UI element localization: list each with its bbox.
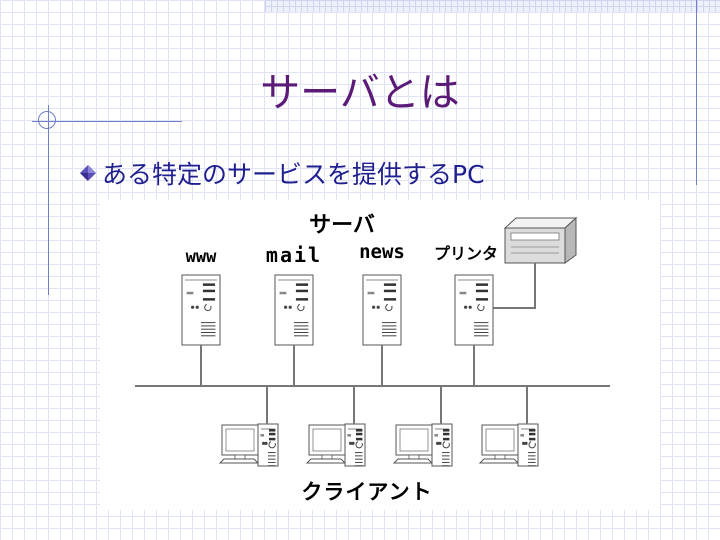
client-tower-icon [431,423,453,467]
slide-title: サーバとは [260,70,460,116]
client-tower-icon [344,423,366,467]
client-pc-icon [305,423,366,467]
bullet-item: ある特定のサービスを提供するPC [78,156,485,190]
client-pc-icon [218,423,279,467]
server-www-icon [181,274,221,346]
diamond-bullet-icon [80,165,96,181]
bullet-text: ある特定のサービスを提供するPC [102,160,485,189]
client-pc-icon [392,423,453,467]
server-label-mail: mail [266,243,322,267]
server-printer-icon [454,274,494,346]
ring-decoration-icon [38,111,56,129]
server-label-news: news [359,241,405,263]
accent-line-right [696,0,697,185]
top-grid-band [265,0,720,12]
server-mail-icon [274,274,314,346]
client-pc-icon [478,423,539,467]
clients-label: クライアント [301,480,432,504]
accent-line-left [48,105,49,295]
printer-cable [492,263,536,309]
accent-line-horizontal [32,121,182,122]
client-tower-icon [257,423,279,467]
printer-icon [503,216,578,264]
server-label-printer: プリンタ [434,244,498,263]
client-tower-icon [517,423,539,467]
servers-label: サーバ [309,213,375,238]
server-label-www: www [186,247,217,267]
server-news-icon [362,274,402,346]
